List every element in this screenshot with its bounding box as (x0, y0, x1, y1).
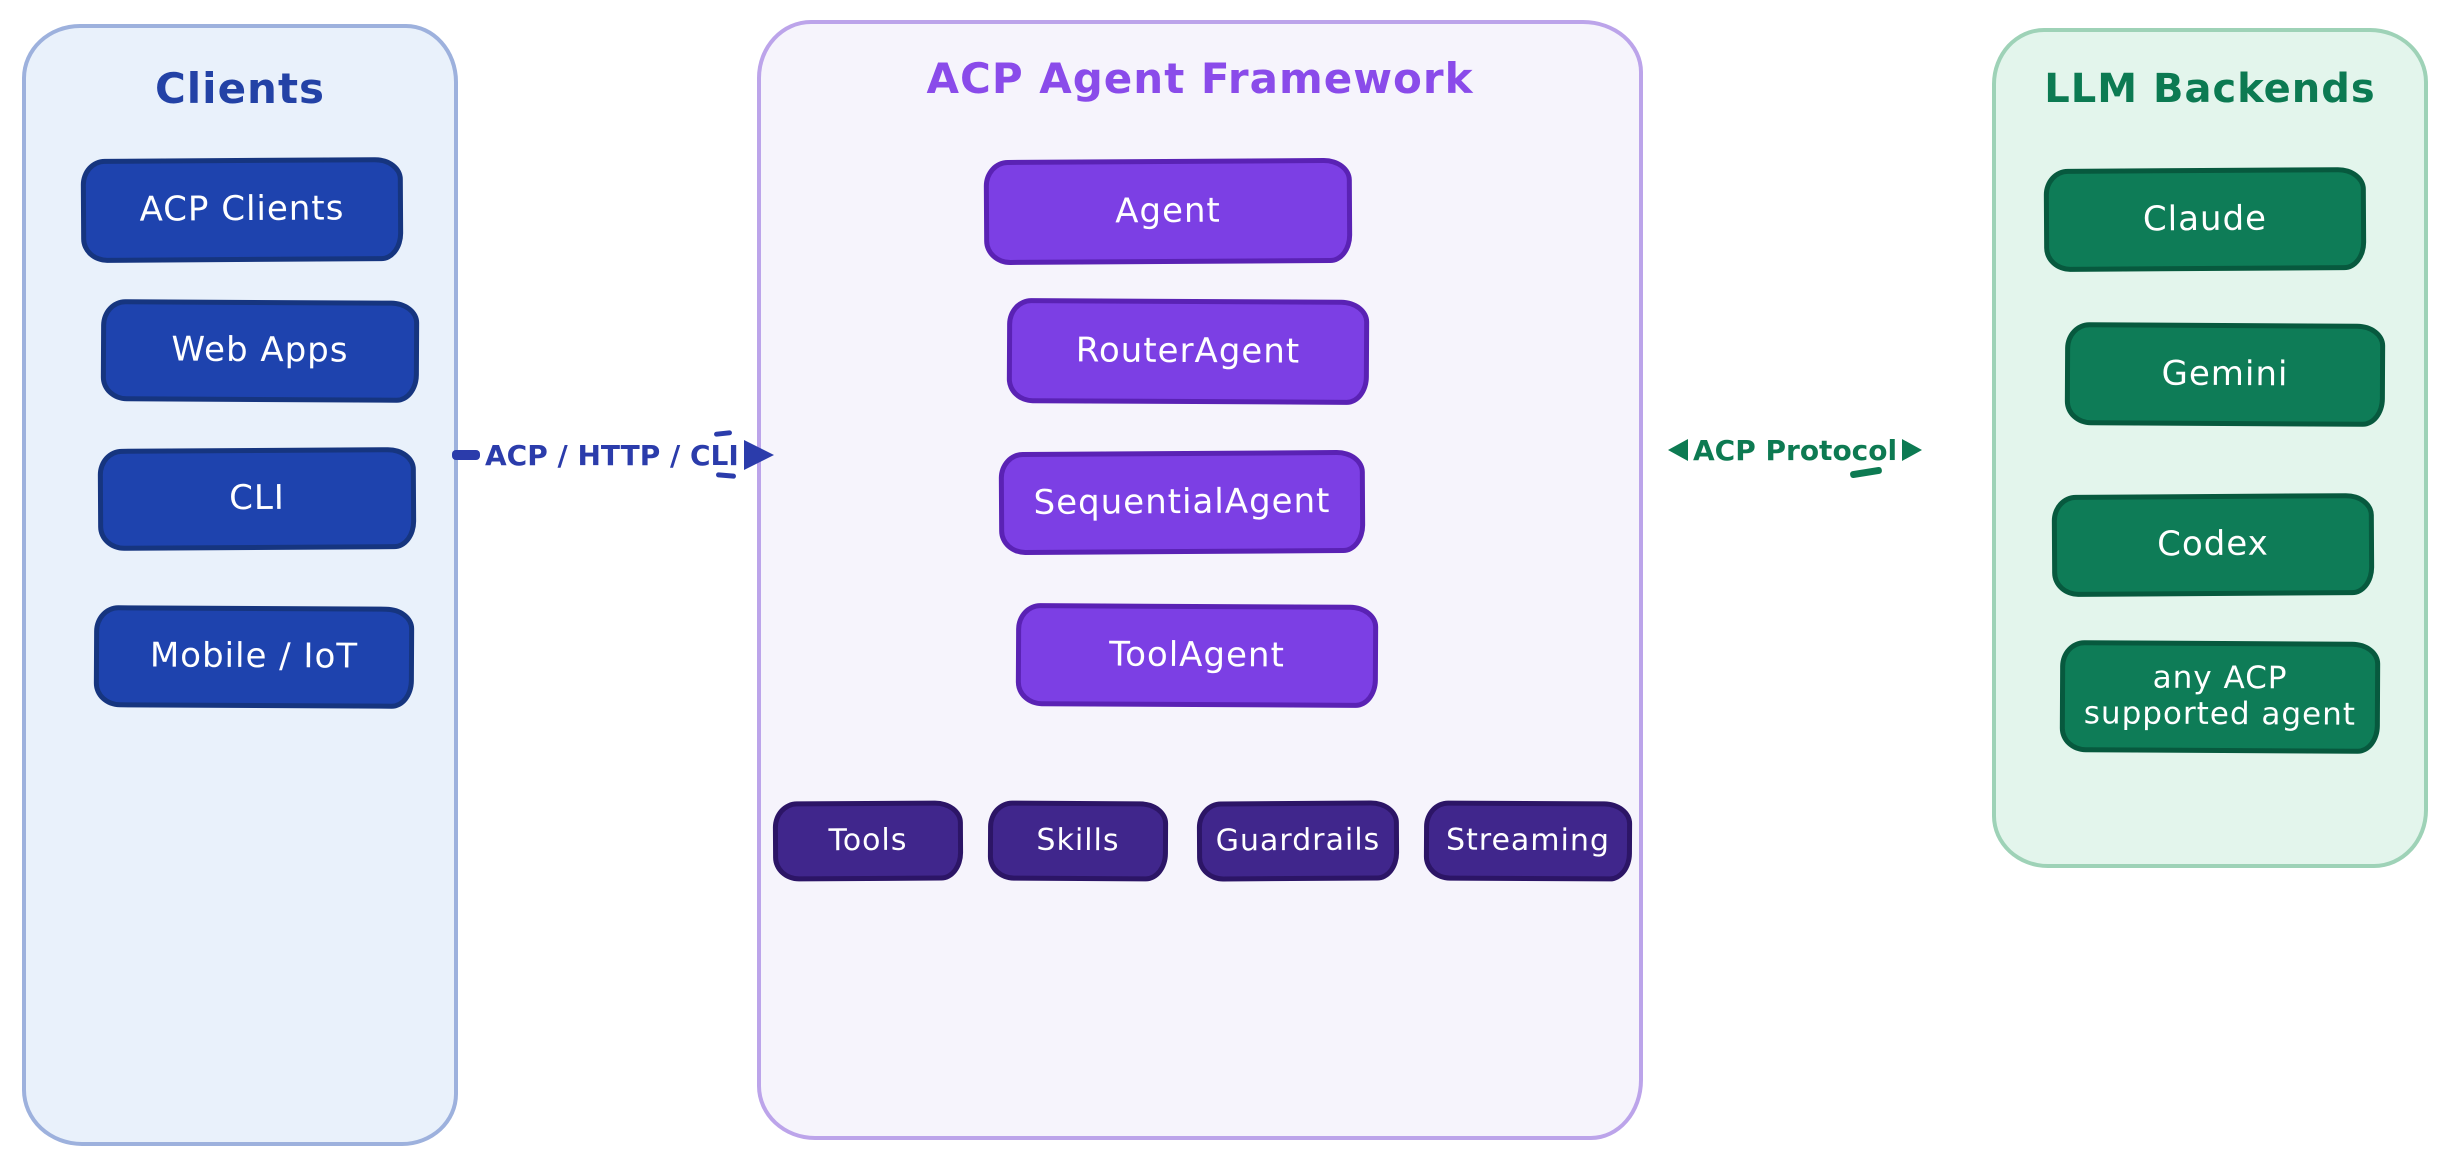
node-any-acp-supported-agent-label: any ACP supported agent (2083, 660, 2357, 733)
arrow-clients-framework-label: ACP / HTTP / CLI (485, 438, 739, 472)
arrowhead-right-icon (1902, 439, 1923, 461)
node-acp-clients: ACP Clients (80, 157, 404, 263)
node-streaming: Streaming (1423, 800, 1633, 882)
node-acp-clients-label: ACP Clients (139, 188, 345, 231)
node-guardrails: Guardrails (1196, 800, 1400, 882)
node-agent-label: Agent (1115, 190, 1221, 232)
arrowhead-left-icon (1668, 439, 1688, 461)
node-cli: CLI (97, 447, 417, 551)
arrow-line-remnant (1849, 466, 1883, 479)
node-tools-label: Tools (828, 822, 908, 858)
node-streaming-label: Streaming (1445, 822, 1611, 859)
node-sequential-agent-label: SequentialAgent (1033, 481, 1331, 523)
node-mobile-iot: Mobile / IoT (93, 605, 415, 709)
node-mobile-iot-label: Mobile / IoT (149, 635, 359, 677)
backends-panel-title: LLM Backends (2044, 66, 2376, 112)
node-cli-label: CLI (229, 478, 285, 519)
node-tool-agent: ToolAgent (1015, 603, 1379, 708)
node-tool-agent-label: ToolAgent (1109, 634, 1285, 676)
clients-panel-title: Clients (154, 64, 326, 113)
node-gemini-label: Gemini (2161, 353, 2289, 395)
node-skills: Skills (987, 800, 1169, 882)
node-router-agent: RouterAgent (1006, 298, 1370, 405)
node-any-acp-supported-agent: any ACP supported agent (2059, 640, 2381, 754)
panel-clients: Clients ACP Clients Web Apps CLI Mobile … (22, 24, 458, 1146)
node-agent: Agent (983, 157, 1353, 266)
panel-acp-agent-framework: ACP Agent Framework Agent RouterAgent Se… (757, 20, 1643, 1140)
arrow-framework-backends-label: ACP Protocol (1693, 433, 1898, 467)
arrow-line-remnant (715, 472, 737, 479)
node-codex: Codex (2051, 493, 2375, 597)
node-claude-label: Claude (2142, 198, 2268, 240)
node-tools: Tools (772, 800, 964, 882)
node-skills-label: Skills (1036, 822, 1120, 858)
node-sequential-agent: SequentialAgent (998, 449, 1366, 556)
node-codex-label: Codex (2157, 524, 2269, 565)
arrow-line-remnant (713, 430, 733, 437)
node-router-agent-label: RouterAgent (1075, 330, 1301, 372)
node-gemini: Gemini (2064, 322, 2386, 427)
arrowhead-right-icon (743, 440, 774, 470)
panel-llm-backends: LLM Backends Claude Gemini Codex any ACP… (1992, 28, 2428, 868)
framework-panel-title: ACP Agent Framework (926, 54, 1474, 103)
node-claude: Claude (2043, 167, 2367, 272)
arrow-framework-to-backends: ACP Protocol (1668, 424, 1923, 479)
arrow-clients-to-framework: ACP / HTTP / CLI (452, 429, 774, 481)
node-web-apps-label: Web Apps (171, 329, 349, 371)
node-web-apps: Web Apps (100, 299, 420, 403)
arrow-tail-icon (452, 450, 480, 460)
node-guardrails-label: Guardrails (1215, 822, 1381, 859)
